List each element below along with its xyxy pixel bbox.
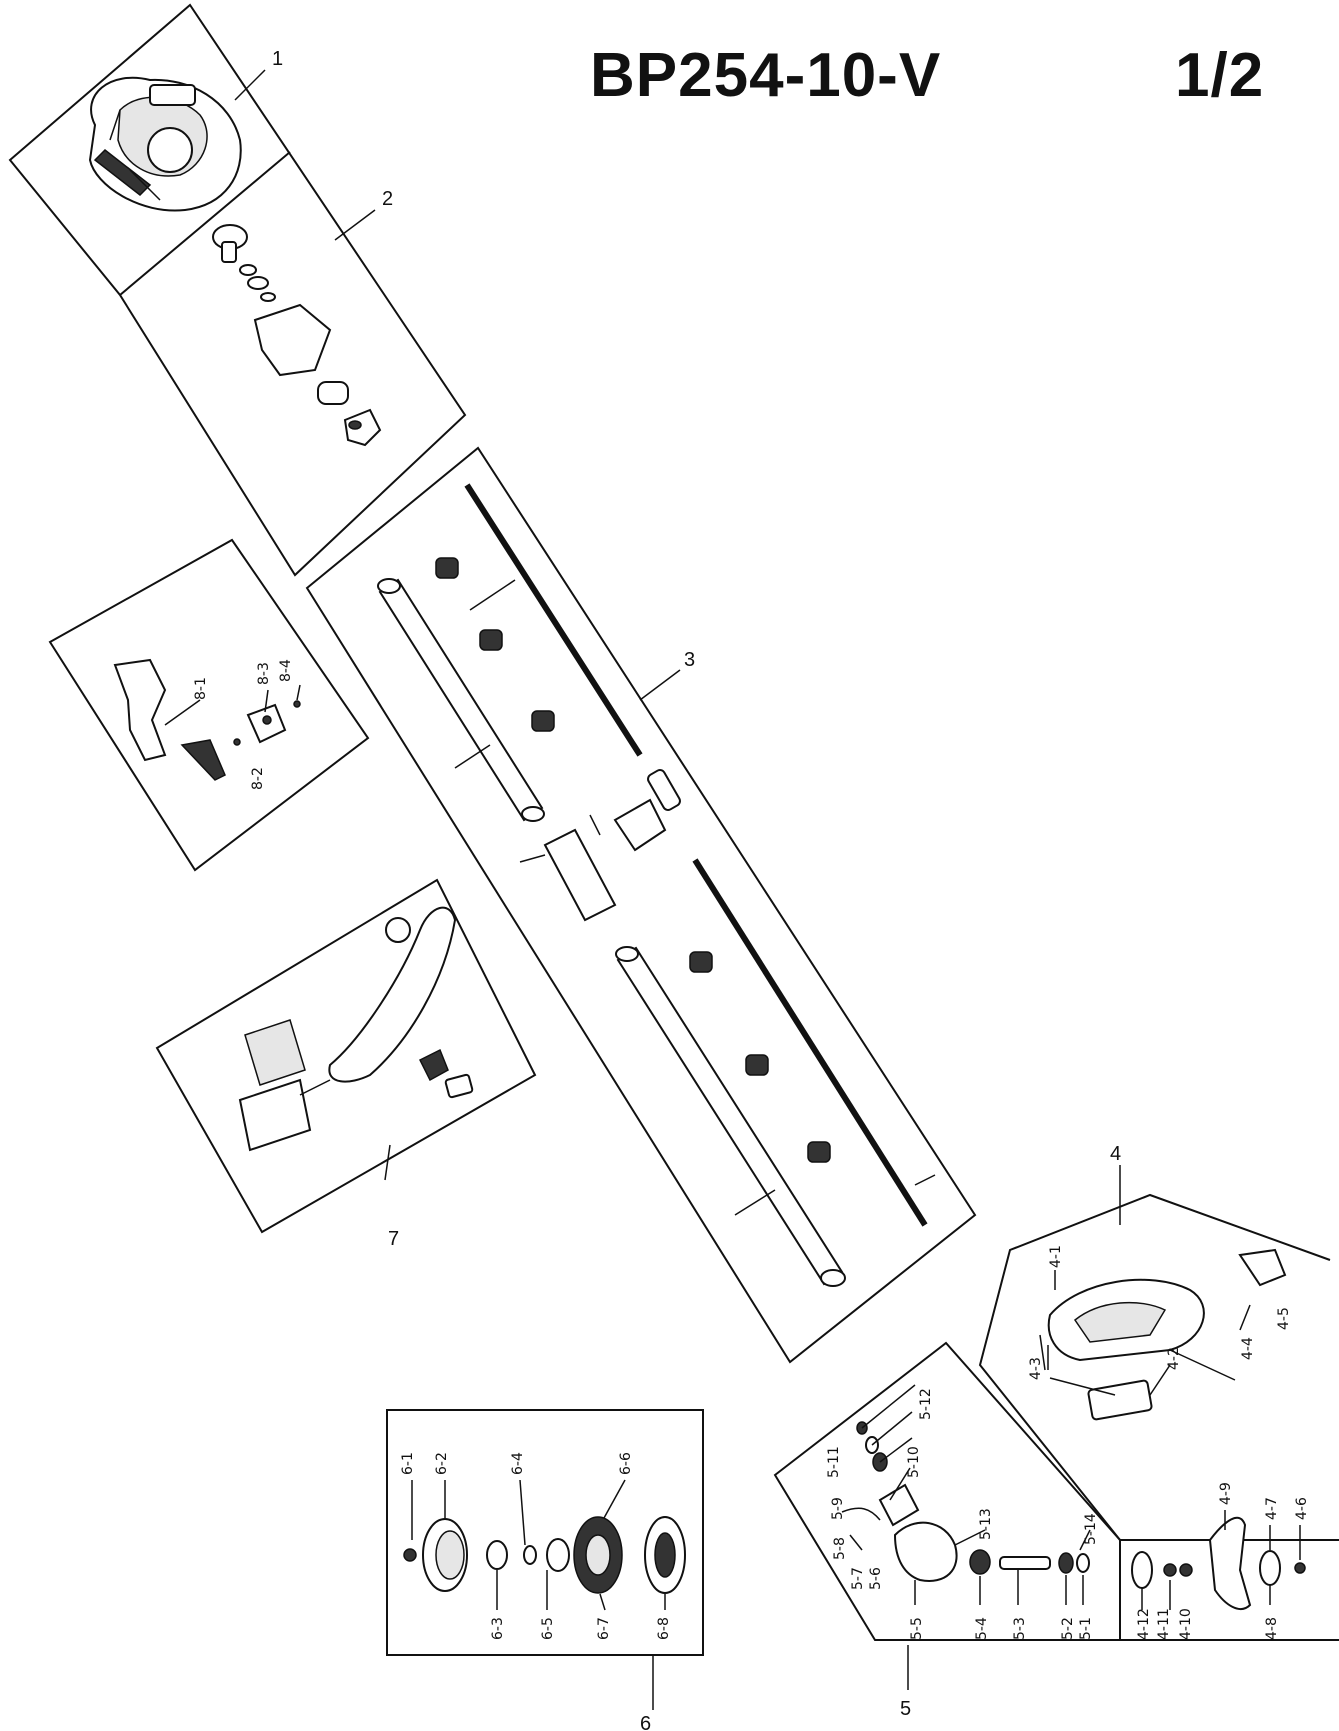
gearhead-frame	[773, 1341, 1121, 1641]
shaft-frame	[305, 446, 977, 1364]
blade-nut	[1294, 1562, 1306, 1574]
line-cutter	[1238, 1248, 1287, 1287]
throttle-grip	[238, 1078, 312, 1152]
label-6-6: 6-6	[618, 1452, 634, 1475]
label-4-9: 4-9	[1218, 1482, 1234, 1505]
switch-trigger	[180, 739, 226, 781]
trimmer-head-section: 6 6-1 6-2 6-3 6-4 6-5 6-6 6-7 6-8	[386, 1409, 704, 1731]
label-5-12: 5-12	[918, 1388, 934, 1420]
coupler-knob	[613, 798, 667, 852]
switch-frame	[48, 538, 370, 872]
label-4-11: 4-11	[1156, 1608, 1172, 1640]
tube-coupler	[543, 828, 617, 922]
model-title: BP254-10-V	[590, 41, 942, 110]
label-4-8: 4-8	[1264, 1617, 1280, 1640]
label-5-3: 5-3	[1012, 1617, 1028, 1640]
engine-clutch-section: 1 2	[8, 3, 467, 577]
label-5-8: 5-8	[832, 1537, 848, 1560]
trimmer-head-frame	[386, 1409, 704, 1656]
loop-handle	[328, 906, 457, 1083]
blade-cup	[1259, 1550, 1281, 1586]
shaft-bushings	[435, 557, 831, 1163]
label-5-6: 5-6	[868, 1567, 884, 1590]
clutch-parts	[212, 224, 382, 447]
label-6-2: 6-2	[434, 1452, 450, 1475]
grip-housing	[244, 1019, 306, 1086]
label-4-10: 4-10	[1178, 1608, 1194, 1640]
label-5-14: 5-14	[1083, 1513, 1099, 1545]
gear-spindle	[999, 1556, 1051, 1570]
handle-frame	[155, 878, 537, 1234]
label-5-13: 5-13	[978, 1508, 994, 1540]
label-8-2: 8-2	[250, 767, 266, 790]
label-6-4: 6-4	[510, 1452, 526, 1475]
blade-flange	[1131, 1551, 1153, 1589]
engine-clutch-frame	[8, 3, 467, 577]
page-number: 1/2	[1175, 41, 1265, 110]
upper-drive-shaft	[464, 483, 643, 757]
label-5-2: 5-2	[1060, 1617, 1076, 1640]
lower-tube	[616, 946, 844, 1286]
head-spring	[523, 1545, 537, 1565]
upper-tube	[378, 578, 544, 822]
label-group-gearhead: 5	[900, 1698, 911, 1720]
label-4-5: 4-5	[1276, 1307, 1292, 1330]
label-group-clutch: 2	[382, 188, 393, 210]
guard-blade-section: 4 4-1 4-2 4-3 4-4 4-5 4-6 4-7 4-8 4-9 4-…	[978, 1143, 1339, 1641]
label-8-3: 8-3	[256, 662, 272, 685]
label-5-1: 5-1	[1078, 1617, 1094, 1640]
label-group-engine: 1	[272, 48, 283, 70]
label-8-1: 8-1	[193, 677, 209, 700]
metal-blade	[1208, 1516, 1252, 1610]
label-6-3: 6-3	[490, 1617, 506, 1640]
label-5-7: 5-7	[850, 1567, 866, 1590]
label-5-4: 5-4	[974, 1617, 990, 1640]
shaft-section: 3	[305, 446, 977, 1364]
head-nut	[403, 1548, 417, 1562]
label-6-5: 6-5	[540, 1617, 556, 1640]
handle-section: 7	[155, 878, 537, 1250]
engine-unit	[88, 76, 242, 212]
label-5-11: 5-11	[826, 1446, 842, 1478]
label-4-1: 4-1	[1048, 1245, 1064, 1268]
label-5-10: 5-10	[906, 1446, 922, 1478]
label-group-trimmer-head: 6	[640, 1713, 651, 1731]
label-4-7: 4-7	[1264, 1497, 1280, 1520]
label-4-4: 4-4	[1240, 1337, 1256, 1360]
label-4-6: 4-6	[1294, 1497, 1310, 1520]
guard-frame	[978, 1193, 1331, 1640]
label-group-shaft: 3	[684, 649, 695, 671]
label-5-5: 5-5	[909, 1617, 925, 1640]
switch-housing	[113, 658, 167, 762]
label-8-4: 8-4	[278, 659, 294, 682]
head-washer	[486, 1540, 508, 1570]
label-4-12: 4-12	[1136, 1608, 1152, 1640]
label-6-1: 6-1	[400, 1452, 416, 1475]
gearhead-section: 5 5-1 5-2 5-3 5-4 5-5 5-6 5-7 5-8 5-9 5-…	[773, 1341, 1121, 1720]
label-group-handle: 7	[388, 1228, 399, 1250]
label-5-9: 5-9	[830, 1497, 846, 1520]
switch-section: 8-1 8-2 8-3 8-4	[48, 538, 370, 872]
label-6-8: 6-8	[656, 1617, 672, 1640]
guard-clamp	[1087, 1379, 1153, 1421]
gear-housing	[893, 1521, 958, 1582]
label-4-2: 4-2	[1166, 1347, 1182, 1370]
lower-drive-shaft	[692, 858, 928, 1227]
section-divider	[119, 151, 291, 296]
label-4-3: 4-3	[1028, 1357, 1044, 1380]
label-6-7: 6-7	[596, 1617, 612, 1640]
label-group-guard: 4	[1110, 1143, 1121, 1165]
